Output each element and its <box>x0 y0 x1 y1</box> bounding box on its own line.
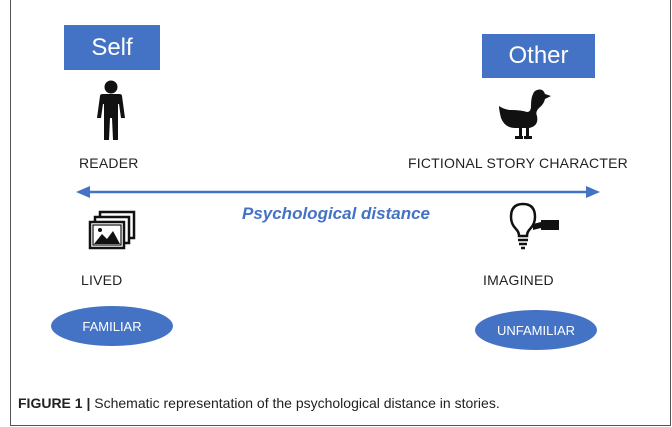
reader-label: READER <box>79 155 139 171</box>
self-box: Self <box>64 25 160 70</box>
person-icon <box>97 80 125 140</box>
lightbulb-icon <box>509 202 559 250</box>
imagined-label: IMAGINED <box>483 272 554 288</box>
duck-icon <box>499 89 551 139</box>
distance-label: Psychological distance <box>241 204 430 223</box>
figure-frame <box>10 0 671 426</box>
photos-icon <box>88 210 136 250</box>
lived-label: LIVED <box>81 272 123 288</box>
caption-title: FIGURE 1 | <box>18 395 91 411</box>
familiar-ellipse: FAMILIAR <box>51 306 173 346</box>
other-box: Other <box>482 34 595 78</box>
unfamiliar-ellipse: UNFAMILIAR <box>475 310 597 350</box>
character-label: FICTIONAL STORY CHARACTER <box>408 155 628 171</box>
figure-caption: FIGURE 1 | Schematic representation of t… <box>18 395 500 411</box>
caption-text: Schematic representation of the psycholo… <box>90 395 500 411</box>
